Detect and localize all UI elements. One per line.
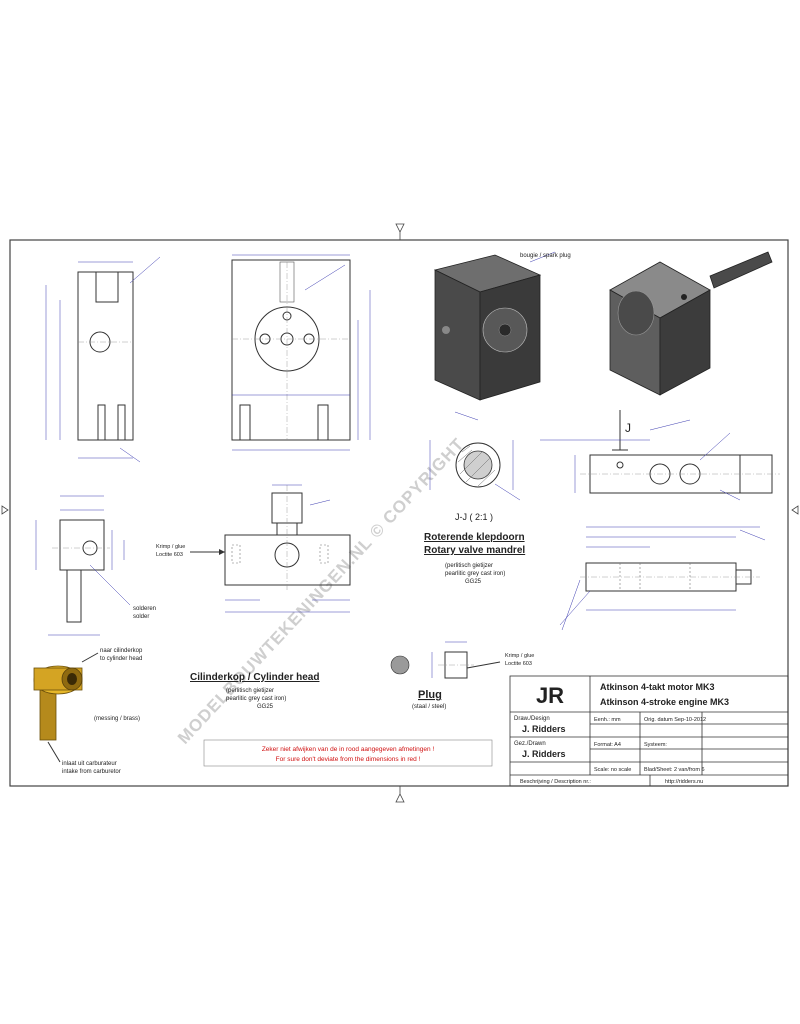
cylinder-head-bottom-view [190,484,351,613]
head-material-2: pearlitic grey cast iron) [226,696,286,702]
cylinder-head-iso-view [433,251,556,401]
inlet-label-en: intake from carburetor [62,769,121,775]
shrink-fit-label-3: Krimp / glue [505,653,534,659]
drawn-label: Gez./Drawn [514,741,546,747]
solder-label-nl: solderen [133,606,156,612]
orig-date-field: Orig. datum Sep-10-2012 [644,717,706,723]
format-field: Format: A4 [594,742,621,748]
plug-material: (staal / steel) [412,704,446,710]
description-field: Beschrijving / Description nr.: [520,779,591,785]
shrink-fit-label-4: Loctite 603 [505,661,532,667]
cylinder-head-side-view [45,256,161,463]
mandrel-side-view [540,410,780,501]
mandrel-iso-view [609,251,773,396]
drawn-name: J. Ridders [522,749,566,759]
website-field: http://ridders.nu [665,779,703,785]
plug-drawing [390,641,501,679]
rotary-valve-title-en: Rotary valve mandrel [424,545,525,556]
title-nl: Atkinson 4-takt motor MK3 [600,682,715,692]
valve-material-code: GG25 [465,579,482,585]
spark-plug-label: bougie / spark plug [520,253,571,259]
section-marker-j: J [625,421,631,435]
warning-text-nl: Zeker niet afwijken van de in rood aange… [262,746,435,753]
brass-inlet-fitting [33,652,99,763]
title-en: Atkinson 4-stroke engine MK3 [600,697,729,707]
draw-design-name: J. Ridders [522,724,566,734]
draw-design-label: Draw./Design [514,716,550,722]
units-field: Eenh.: mm [594,717,621,723]
to-cylinder-head-nl: naar cilinderkop [100,648,143,654]
section-j-j-view [429,411,521,501]
solder-label-en: solder [133,614,149,620]
to-cylinder-head-en: to cylinder head [100,656,142,662]
drawing-border [9,239,789,787]
system-field: Systeem: [644,742,667,748]
cylinder-head-left-detail [35,495,131,636]
mandrel-long-view [559,526,766,631]
warning-box [203,739,493,767]
valve-material-2: pearlitic grey cast iron) [445,571,505,577]
cylinder-head-front-view [231,254,371,451]
shrink-fit-label-1: Krimp / glue [156,544,185,550]
scale-field: Scale: no scale [594,767,631,773]
valve-material-1: (perlitisch gietijzer [445,563,493,569]
warning-text-en: For sure don't deviate from the dimensio… [276,756,421,763]
title-block-logo: JR [536,683,564,708]
rotary-valve-title-nl: Roterende klepdoorn [424,532,525,543]
section-j-j-label: J-J ( 2:1 ) [455,512,493,522]
brass-label: (messing / brass) [94,716,140,722]
title-block [509,675,789,787]
head-material-1: (perlitisch gietijzer [226,688,274,694]
frame-markers [1,223,799,803]
shrink-fit-label-2: Loctite 603 [156,552,183,558]
sheet-field: Blad/Sheet: 2 van/from 6 [644,767,705,773]
head-material-code: GG25 [257,704,274,710]
inlet-label-nl: inlaat uit carburateur [62,761,117,767]
cylinder-head-title: Cilinderkop / Cylinder head [190,672,319,683]
plug-title: Plug [418,689,442,701]
